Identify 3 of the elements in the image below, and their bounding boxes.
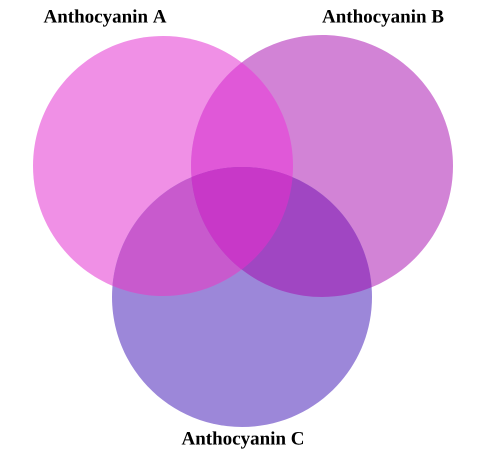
circle-label: Anthocyanin A [44, 9, 166, 27]
circle-label: Anthocyanin B [322, 9, 444, 27]
circle-label: Anthocyanin C [182, 431, 304, 449]
